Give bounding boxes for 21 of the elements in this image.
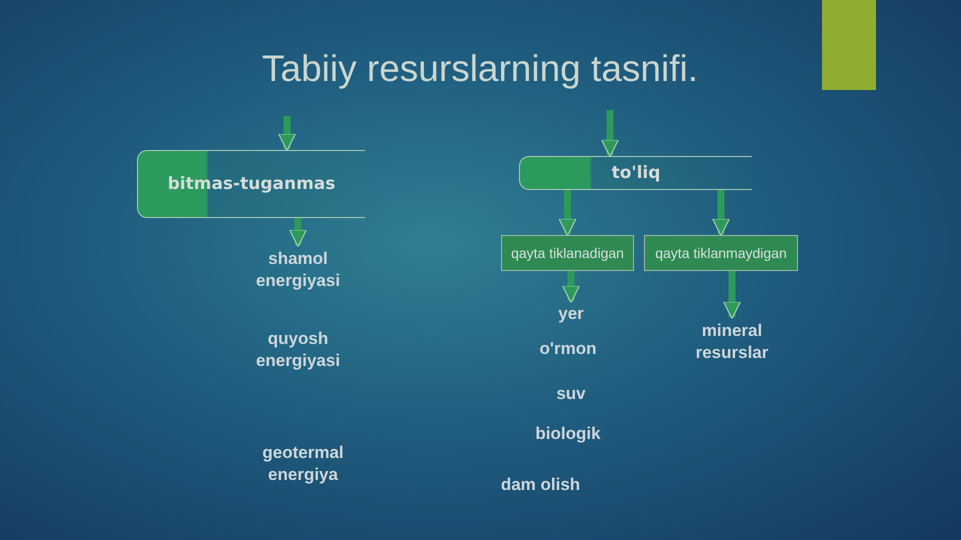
node-label: shamol energiyasi [228, 246, 368, 294]
node-label: mineral resurslar [672, 318, 792, 366]
node-label: o'rmon [518, 337, 618, 361]
node-label: biologik [513, 422, 623, 446]
arrow [558, 190, 576, 236]
node-label: geotermal energiya [228, 440, 378, 488]
node-label: suv [536, 382, 606, 406]
category-box: to'liq [519, 156, 752, 190]
node-label: quyosh energiyasi [228, 326, 368, 374]
category-bar: qayta tiklanmaydigan [644, 235, 798, 271]
node-label: yer [536, 302, 606, 326]
title: Tabiiy resurslarning tasnifi. [261, 48, 699, 90]
arrow [562, 271, 580, 304]
node-label: dam olish [478, 473, 603, 497]
arrow [712, 190, 730, 236]
arrow [289, 218, 307, 248]
category-box: bitmas-tuganmas [137, 150, 365, 218]
arrow [723, 271, 741, 320]
category-bar: qayta tiklanadigan [501, 235, 634, 271]
arrow [601, 110, 619, 158]
arrow [278, 116, 296, 152]
